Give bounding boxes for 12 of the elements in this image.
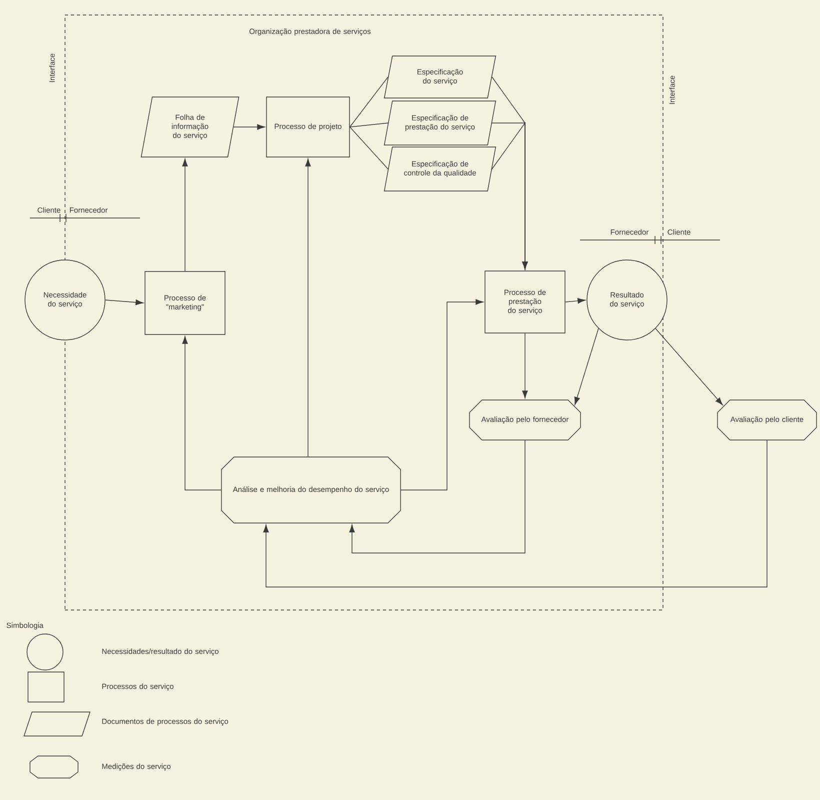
arrow <box>574 328 599 405</box>
arrow <box>400 299 484 490</box>
arrow <box>305 158 311 457</box>
arrow <box>263 440 768 588</box>
arrow <box>182 158 188 272</box>
arrow <box>522 333 528 398</box>
arrow <box>233 124 265 130</box>
arrow <box>565 298 586 304</box>
arrow <box>655 328 723 406</box>
arrow <box>349 440 526 554</box>
arrow <box>182 336 222 490</box>
arrow <box>105 300 144 306</box>
